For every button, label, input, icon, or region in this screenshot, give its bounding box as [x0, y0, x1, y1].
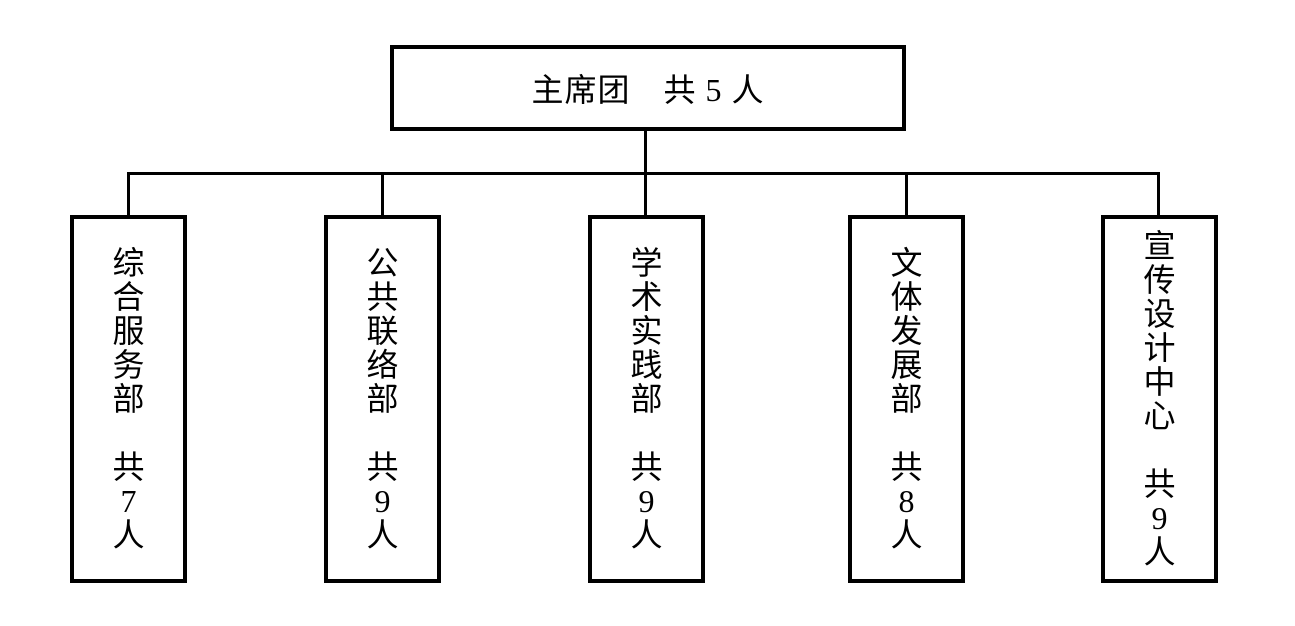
vertical-char: 8 — [898, 483, 915, 519]
vertical-char: 共 — [630, 449, 663, 485]
vertical-char: 共 — [890, 449, 923, 485]
vertical-char: 人 — [112, 517, 145, 553]
vertical-char — [1142, 433, 1178, 467]
vertical-char: 人 — [890, 517, 923, 553]
vertical-char: 9 — [374, 483, 391, 519]
vertical-char: 宣 — [1143, 228, 1176, 264]
org-node-root: 主席团 共 5 人 — [390, 45, 906, 131]
vertical-char: 展 — [890, 347, 923, 383]
vertical-char: 综 — [112, 245, 145, 281]
vertical-char: 部 — [366, 381, 399, 417]
vertical-char: 联 — [366, 313, 399, 349]
vertical-char: 络 — [366, 347, 399, 383]
connector-bus — [127, 172, 1160, 175]
vertical-char: 实 — [630, 313, 663, 349]
vertical-char: 人 — [366, 517, 399, 553]
vertical-char: 共 — [366, 279, 399, 315]
vertical-char — [365, 416, 401, 450]
vertical-char: 部 — [890, 381, 923, 417]
connector-drop-5 — [1157, 172, 1160, 216]
vertical-char: 传 — [1143, 262, 1176, 298]
vertical-char: 践 — [630, 347, 663, 383]
vertical-char: 务 — [112, 347, 145, 383]
vertical-char — [629, 416, 665, 450]
vertical-char: 术 — [630, 279, 663, 315]
org-node-root-label: 主席团 共 5 人 — [531, 72, 765, 108]
vertical-char: 中 — [1143, 364, 1176, 400]
vertical-char: 9 — [1151, 500, 1168, 536]
vertical-char: 服 — [112, 313, 145, 349]
vertical-char: 公 — [366, 245, 399, 281]
vertical-char: 人 — [630, 517, 663, 553]
vertical-char: 7 — [120, 483, 137, 519]
vertical-char: 共 — [112, 449, 145, 485]
vertical-char: 设 — [1143, 296, 1176, 332]
vertical-char: 共 — [1143, 466, 1176, 502]
vertical-char: 文 — [890, 245, 923, 281]
vertical-char — [111, 416, 147, 450]
vertical-char: 部 — [630, 381, 663, 417]
vertical-char: 心 — [1143, 398, 1176, 434]
vertical-char: 学 — [630, 245, 663, 281]
vertical-char: 9 — [638, 483, 655, 519]
vertical-char: 部 — [112, 381, 145, 417]
connector-drop-2 — [381, 172, 384, 216]
vertical-char — [889, 416, 925, 450]
vertical-char: 共 — [366, 449, 399, 485]
connector-drop-4 — [905, 172, 908, 216]
vertical-char: 合 — [112, 279, 145, 315]
vertical-char: 体 — [890, 279, 923, 315]
connector-drop-1 — [127, 172, 130, 216]
vertical-char: 人 — [1143, 534, 1176, 570]
vertical-char: 计 — [1143, 330, 1176, 366]
vertical-char: 发 — [890, 313, 923, 349]
